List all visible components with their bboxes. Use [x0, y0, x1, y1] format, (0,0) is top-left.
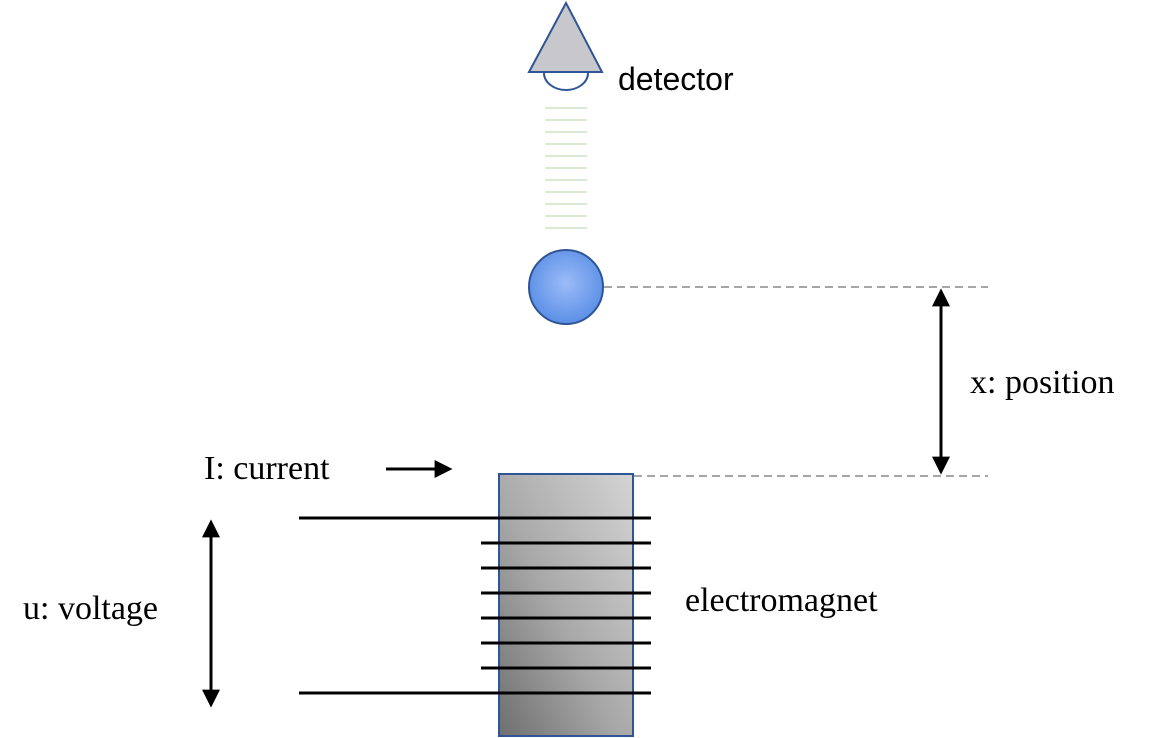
position-label: x: position	[970, 364, 1115, 401]
voltage-label: u: voltage	[23, 590, 158, 627]
current-label: I: current	[204, 450, 330, 487]
sensor-beam	[545, 107, 587, 229]
detector-cone	[527, 0, 604, 73]
levitating-ball	[528, 249, 604, 325]
detector-lens	[543, 72, 589, 91]
detector	[527, 0, 604, 91]
electromagnet-core	[498, 473, 634, 737]
detector-label: detector	[618, 61, 734, 97]
electromagnet-label: electromagnet	[685, 582, 878, 619]
coil-windings	[299, 516, 651, 695]
